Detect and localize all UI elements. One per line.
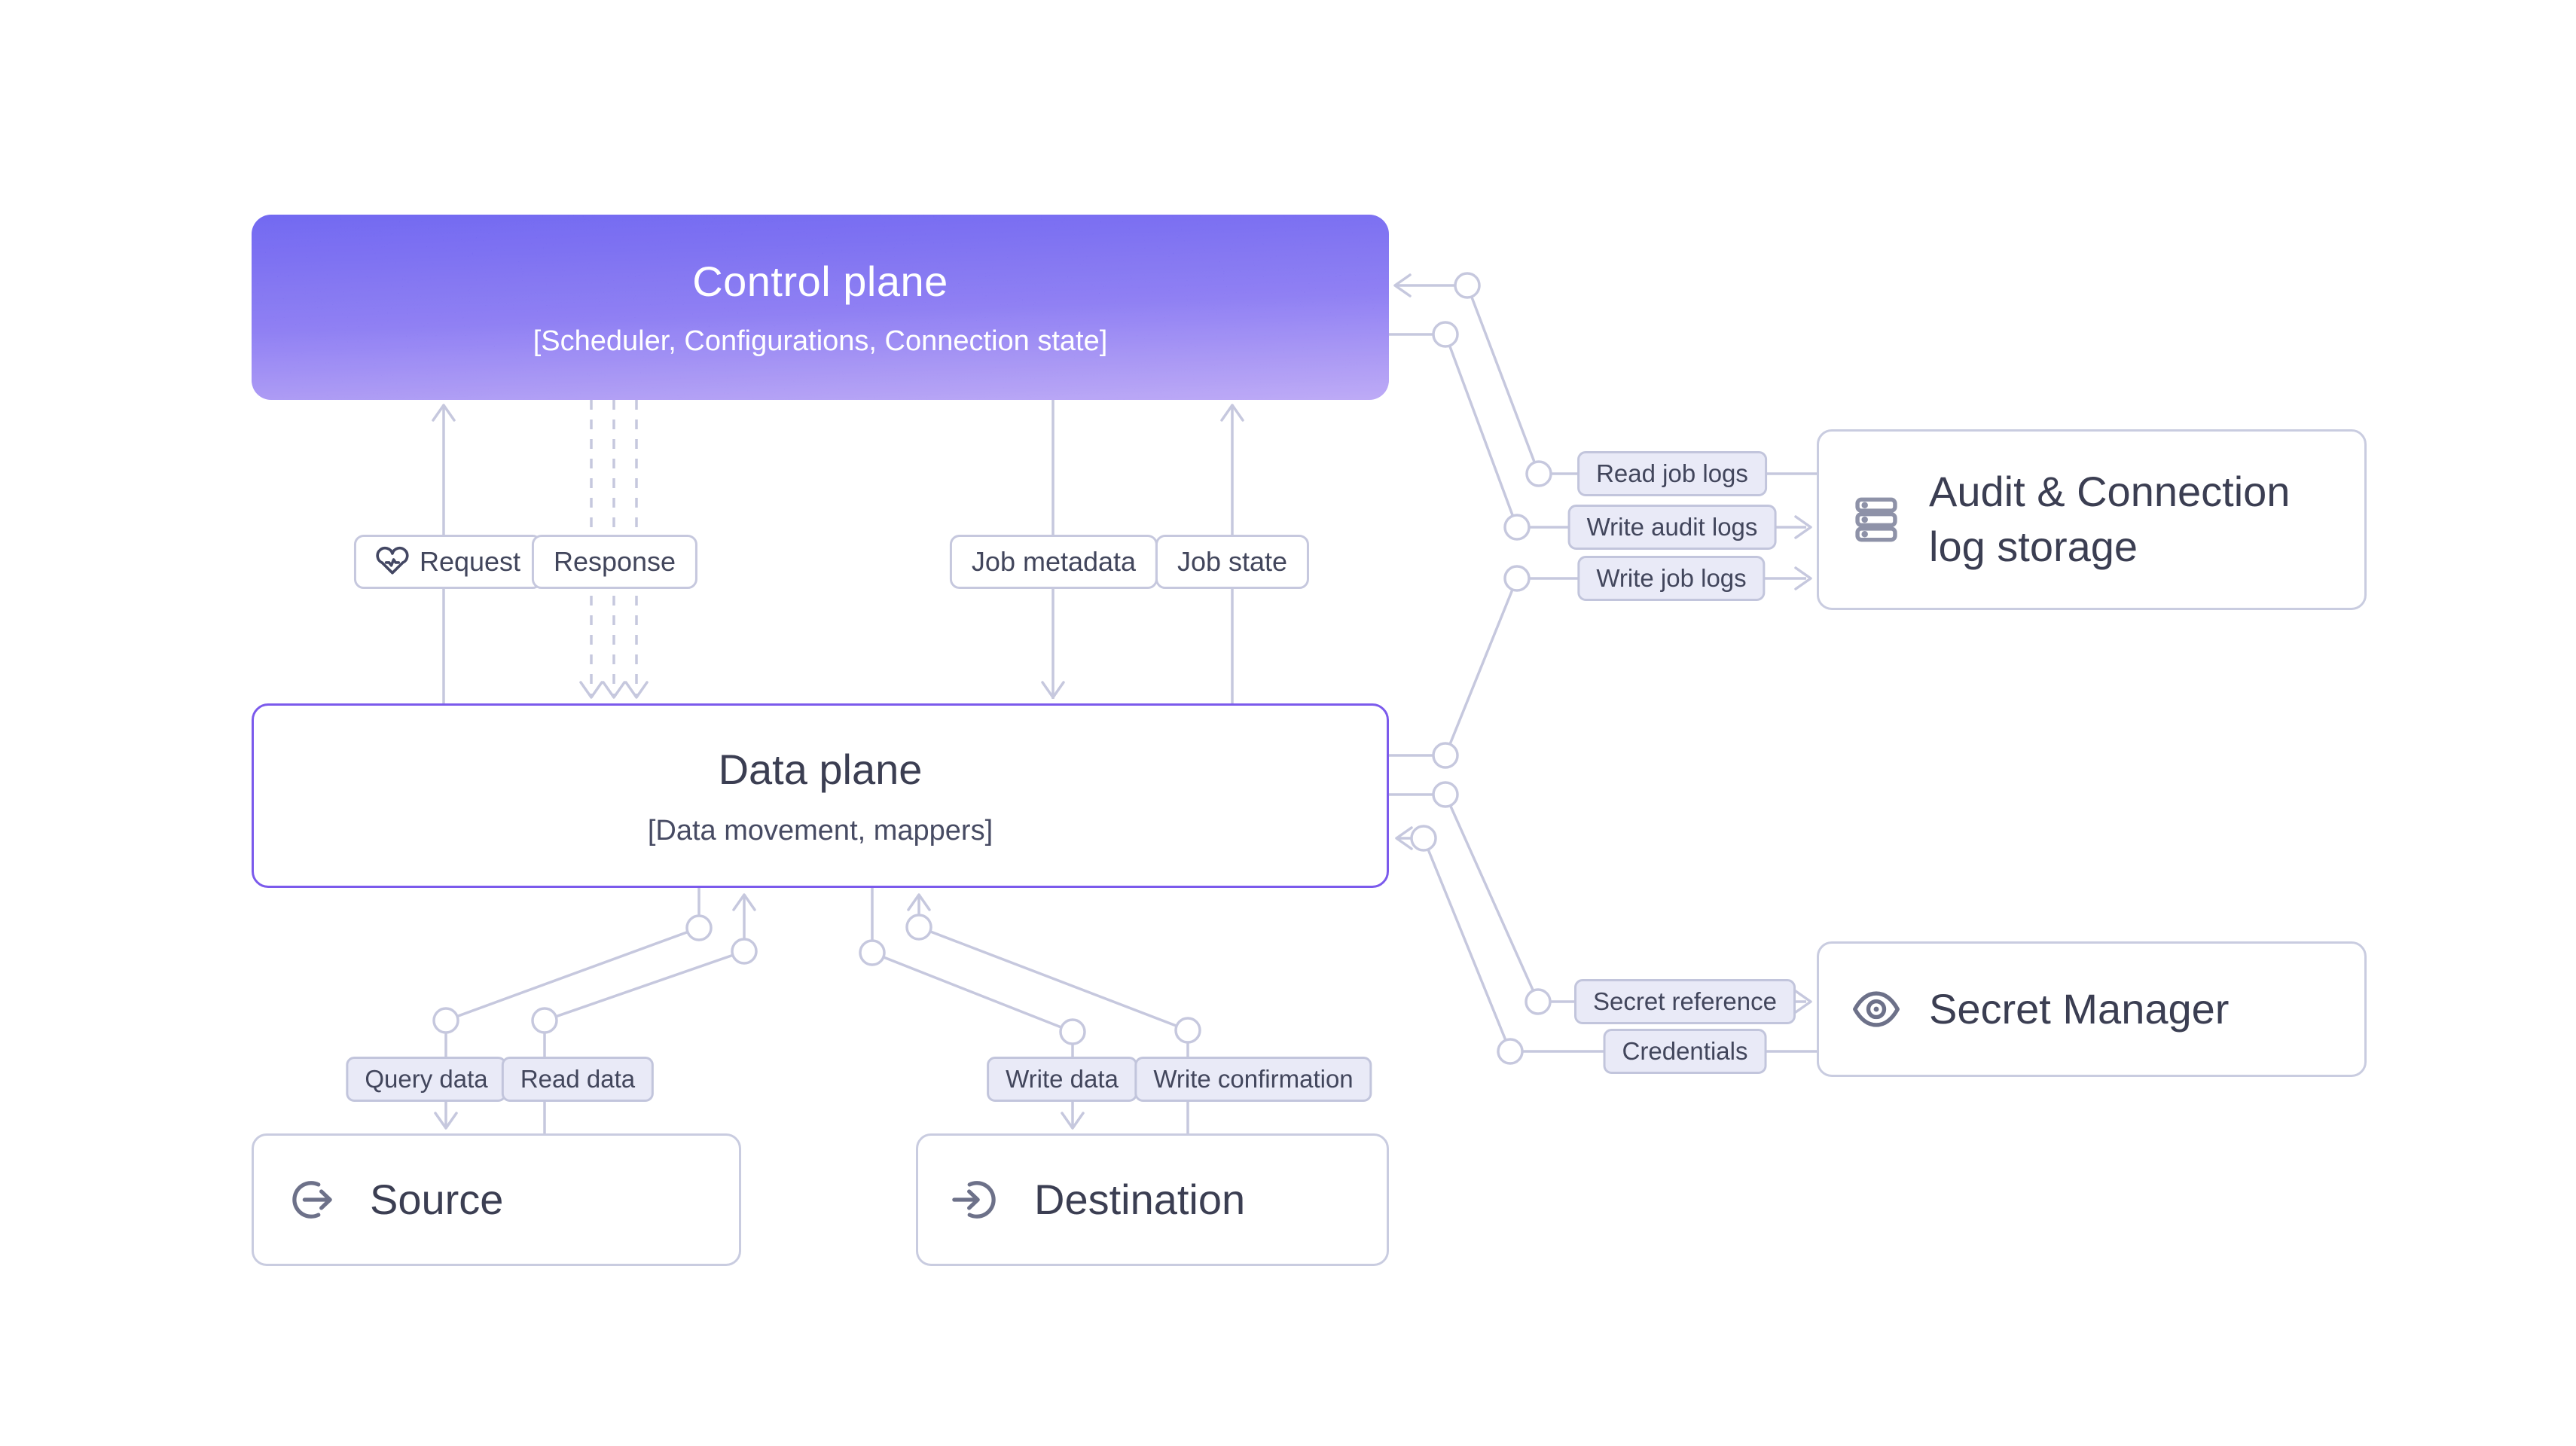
response-label: Response: [531, 535, 698, 589]
read-job-logs-label-text: Read job logs: [1596, 459, 1748, 487]
audit-log-storage-node: Audit & Connection log storage: [1817, 429, 2367, 610]
request-label: Request: [353, 535, 543, 589]
secret-reference-line: [1389, 793, 1806, 1003]
source-node: Source: [252, 1133, 741, 1266]
audit-log-storage-title: Audit & Connection log storage: [1929, 468, 2291, 570]
destination-title: Destination: [1034, 1175, 1246, 1223]
junction-nodes: [432, 272, 1552, 1065]
destination-node: Destination: [916, 1133, 1389, 1266]
data-plane-node: Data plane [Data movement, mappers]: [252, 703, 1389, 888]
write-audit-logs-label-text: Write audit logs: [1586, 513, 1758, 541]
data-plane-subtitle: [Data movement, mappers]: [647, 814, 993, 847]
write-job-logs-label: Write job logs: [1577, 556, 1766, 601]
write-audit-logs-label: Write audit logs: [1567, 505, 1777, 550]
control-plane-subtitle: [Scheduler, Configurations, Connection s…: [533, 325, 1108, 357]
query-data-label: Query data: [346, 1057, 507, 1102]
secret-manager-title: Secret Manager: [1929, 984, 2230, 1033]
secret-manager-node: Secret Manager: [1817, 941, 2367, 1077]
write-job-logs-line: [1389, 577, 1806, 757]
write-confirmation-label: Write confirmation: [1134, 1057, 1372, 1102]
source-title: Source: [370, 1175, 504, 1223]
credentials-label-text: Credentials: [1622, 1037, 1748, 1065]
write-data-label-text: Write data: [1006, 1065, 1119, 1093]
write-audit-logs-line: [1389, 333, 1806, 529]
credentials-label: Credentials: [1603, 1029, 1767, 1074]
secret-reference-label-text: Secret reference: [1593, 987, 1777, 1015]
job-state-label-text: Job state: [1177, 546, 1288, 577]
job-metadata-label: Job metadata: [949, 535, 1158, 589]
read-job-logs-label: Read job logs: [1577, 451, 1767, 496]
eye-icon: [1851, 984, 1902, 1035]
noise-texture: [252, 215, 1389, 400]
control-plane-node: Control plane [Scheduler, Configurations…: [252, 215, 1389, 400]
read-job-logs-line: [1396, 284, 1817, 475]
query-data-label-text: Query data: [365, 1065, 488, 1093]
arrow-out-circle-icon: [287, 1175, 337, 1225]
write-confirmation-label-text: Write confirmation: [1153, 1065, 1354, 1093]
job-state-label: Job state: [1155, 535, 1310, 589]
read-data-label-text: Read data: [520, 1065, 636, 1093]
arrowheads: [432, 273, 1812, 1130]
job-metadata-label-text: Job metadata: [971, 546, 1137, 577]
read-data-label: Read data: [501, 1057, 655, 1102]
server-stack-icon: [1851, 494, 1902, 545]
heart-pulse-icon: [376, 545, 409, 578]
secret-reference-label: Secret reference: [1574, 979, 1796, 1024]
data-plane-title: Data plane: [718, 745, 923, 793]
response-label-text: Response: [553, 546, 676, 577]
control-plane-title: Control plane: [692, 258, 948, 305]
write-job-logs-label-text: Write job logs: [1596, 564, 1747, 592]
write-data-label: Write data: [987, 1057, 1137, 1102]
request-label-text: Request: [419, 546, 521, 577]
arrow-in-circle-icon: [951, 1175, 1001, 1225]
